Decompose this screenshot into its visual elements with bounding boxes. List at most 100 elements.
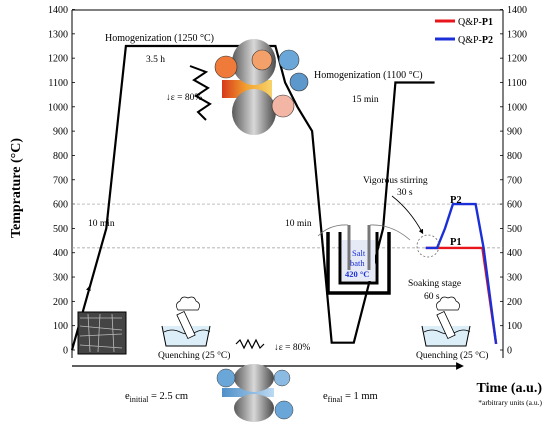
series-layer [70,44,498,351]
y-tick-right-300: 300 [507,273,522,284]
annotation-stirring: Vigorous stirring [363,176,428,186]
salt-bath-illustration: Salt bath 420 °C [317,224,411,295]
y-tick-right-1100: 1100 [507,78,527,89]
x-axis-note: *arbitrary units (a.u.) [478,398,542,407]
e-initial-sub: initial [130,395,149,404]
bottom-microstructure-3 [274,400,294,420]
annotation-p2: P2 [450,195,462,206]
y-tick-right-800: 800 [507,151,522,162]
axes [71,9,504,370]
y-tick-left-100: 100 [53,321,68,332]
microstructure-orange-1 [214,55,238,79]
annotation-e-final: efinal = 1 mm [323,391,378,404]
e-final-symbol: e [323,391,328,402]
y-tick-left-500: 500 [53,224,68,235]
annotation-strain-2: ↓ε = 80% [274,343,310,353]
annotation-homogenization-1: Homogenization (1250 °C) [105,33,214,44]
rolling-cold-bar [222,388,274,397]
annotation-quenching-1: Quenching (25 °C) [158,350,230,361]
salt-bath-label-2: bath [350,258,365,268]
y-tick-right-1400: 1400 [507,5,527,16]
annotations: Homogenization (1250 °C) 3.5 h ↓ε = 80% … [88,33,488,404]
series-line-q-p-p2 [425,202,498,345]
annotation-time-2: 15 min [352,95,379,105]
y-tick-left-400: 400 [53,248,68,259]
y-tick-right-1300: 1300 [507,29,527,40]
salt-bath-outer-vessel [326,232,391,295]
rolling-mill-illustration-top [214,39,309,135]
microstructure-pink [271,94,295,118]
microstructure-blue-1 [278,49,300,71]
annotation-soaking: Soaking stage [408,279,461,289]
y-tick-left-300: 300 [53,273,68,284]
y-tick-right-1000: 1000 [507,102,527,113]
annotation-e-initial: einitial = 2.5 cm [125,391,188,404]
annotation-hold-2: 10 min [285,219,312,229]
annotation-p1: P1 [450,237,462,248]
bottom-microstructure-1 [216,368,236,388]
y-tick-left-700: 700 [53,175,68,186]
e-final-value: = 1 mm [342,391,377,402]
annotation-quenching-2: Quenching (25 °C) [416,350,488,361]
y-tick-left-1100: 1100 [48,78,68,89]
y-tick-left-900: 900 [53,127,68,138]
soaking-highlight-circle [416,234,440,258]
y-tick-labels-left: 0 100 200 300 400 500 600 700 800 900 1000 1100 1200… [48,5,75,357]
rolling-lower-roll [232,89,276,135]
annotation-hold-1: 10 min [88,219,115,229]
y-tick-left-0: 0 [63,346,68,357]
rolling-zigzag-1 [189,65,212,121]
y-tick-right-900: 900 [507,127,522,138]
e-initial-value: = 2.5 cm [148,391,188,402]
y-tick-right-700: 700 [507,175,522,186]
microstructure-orange-2 [251,49,273,71]
y-tick-left-600: 600 [53,200,68,211]
y-tick-left-800: 800 [53,151,68,162]
legend: Q&P-P1 Q&P-P2 [435,17,493,46]
salt-bath-label-1: Salt [352,248,366,258]
legend-p1-label: Q&P-P1 [458,17,493,28]
annotation-stirring-time: 30 s [397,188,413,198]
legend-p1-bold: P1 [482,17,493,28]
salt-bath-temperature: 420 °C [345,269,369,279]
y-tick-right-0: 0 [507,346,512,357]
annotation-soaking-time: 60 s [424,292,440,302]
annotation-time-1: 3.5 h [146,55,165,65]
rolling-bottom-lower-roll [234,394,274,422]
as-cast-microstructure [77,311,127,355]
quench-tank-2 [421,296,471,347]
y-tick-left-1000: 1000 [48,102,68,113]
salt-bath-inner-vessel [338,232,379,285]
salt-bath-wire [317,224,411,241]
y-tick-left-1300: 1300 [48,29,68,40]
rolling-mill-illustration-bottom [216,364,294,422]
y-tick-labels-right: 0 100 200 300 400 500 600 700 800 900 1000 1100 1200… [500,5,527,357]
e-initial-symbol: e [125,391,130,402]
e-final-sub: final [328,395,343,404]
y-tick-right-200: 200 [507,297,522,308]
legend-p2-label: Q&P-P2 [458,35,493,46]
quench-tank-1 [161,296,211,347]
microstructure-arrow [83,285,91,309]
legend-p1-prefix: Q&P- [458,17,482,28]
y-tick-right-1200: 1200 [507,54,527,65]
y-tick-right-400: 400 [507,248,522,259]
legend-p2-prefix: Q&P- [458,35,482,46]
y-tick-left-200: 200 [53,297,68,308]
y-tick-right-600: 600 [507,200,522,211]
annotation-strain-1: ↓ε = 80% [166,93,202,103]
reference-grid-lines [72,203,503,249]
stirring-arrow [391,195,424,235]
y-tick-right-100: 100 [507,321,522,332]
y-axis-title: Temprature (°C) [9,138,24,238]
bottom-microstructure-2 [273,369,291,387]
annotation-homogenization-2: Homogenization (1100 °C) [314,70,423,81]
y-tick-left-1200: 1200 [48,54,68,65]
y-tick-left-1400: 1400 [48,5,68,16]
x-axis-title: Time (a.u.) [477,381,543,396]
y-tick-right-500: 500 [507,224,522,235]
rolling-bottom-upper-roll [234,364,274,392]
microstructure-blue-2 [289,72,309,92]
legend-p2-bold: P2 [482,35,493,46]
